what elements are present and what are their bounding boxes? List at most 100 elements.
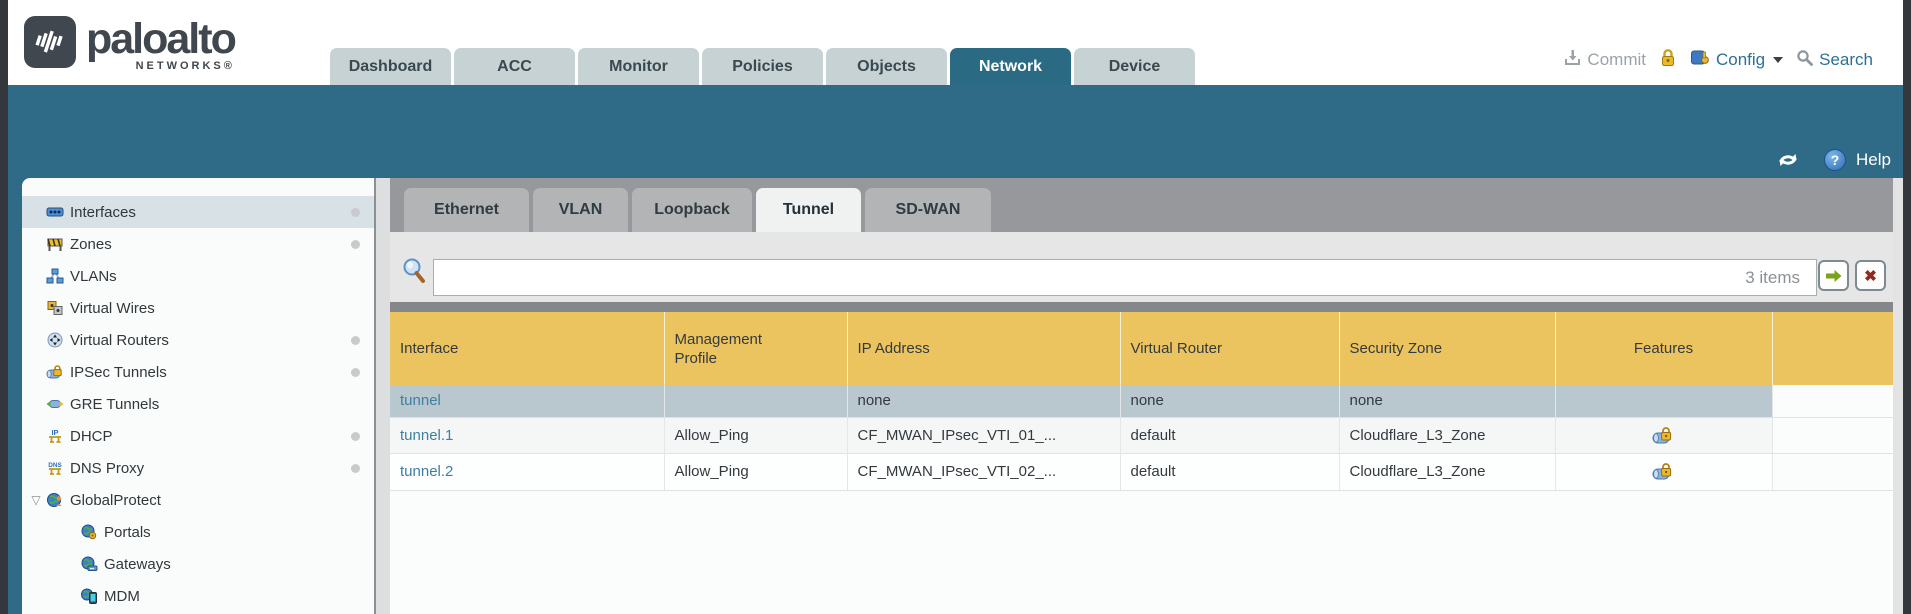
globalprotect-icon bbox=[46, 492, 64, 508]
mdm-icon bbox=[80, 588, 98, 604]
subtab-vlan[interactable]: VLAN bbox=[533, 188, 628, 232]
sidebar-splitter[interactable] bbox=[374, 178, 390, 614]
status-dot bbox=[351, 207, 360, 217]
interface-link[interactable]: tunnel bbox=[400, 392, 441, 410]
main-nav-tabs: Dashboard ACC Monitor Policies Objects N… bbox=[330, 48, 1195, 85]
sidebar-item-virtual-routers[interactable]: Virtual Routers bbox=[22, 324, 374, 356]
column-header-ip-address[interactable]: IP Address bbox=[847, 312, 1121, 385]
sidebar-item-gateways[interactable]: Gateways bbox=[22, 548, 374, 580]
brand-name: paloalto bbox=[86, 15, 237, 63]
status-dot bbox=[351, 431, 360, 441]
brand-sub: NETWORKS® bbox=[135, 60, 235, 72]
tunnel-interfaces-table: Interface Management Profile IP Address … bbox=[390, 312, 1893, 491]
sidebar-item-interfaces[interactable]: Interfaces bbox=[22, 196, 374, 228]
chevron-down-icon bbox=[1773, 57, 1784, 63]
main-content: Ethernet VLAN Loopback Tunnel SD-WAN 3 i… bbox=[390, 178, 1893, 614]
dhcp-icon: IP bbox=[46, 428, 64, 444]
clear-filter-button[interactable] bbox=[1855, 260, 1886, 291]
sidebar-item-mdm[interactable]: MDM bbox=[22, 580, 374, 612]
dns-proxy-icon: DNS bbox=[46, 460, 64, 476]
subtab-loopback[interactable]: Loopback bbox=[632, 188, 752, 232]
sidebar-item-vlans[interactable]: VLANs bbox=[22, 260, 374, 292]
status-dot bbox=[351, 239, 360, 249]
expander-icon[interactable]: ▽ bbox=[31, 493, 41, 507]
secondary-bar: ? Help bbox=[8, 85, 1903, 178]
config-icon bbox=[1690, 49, 1711, 72]
global-search-button[interactable]: Search bbox=[1796, 49, 1873, 72]
ipsec-lock-icon[interactable] bbox=[1652, 462, 1676, 481]
tab-acc[interactable]: ACC bbox=[454, 48, 575, 85]
tab-dashboard[interactable]: Dashboard bbox=[330, 48, 451, 85]
interface-subtabs: Ethernet VLAN Loopback Tunnel SD-WAN bbox=[390, 178, 1893, 232]
sidebar-item-ipsec-tunnels[interactable]: IPSec Tunnels bbox=[22, 356, 374, 388]
sidebar-item-gre-tunnels[interactable]: GRE Tunnels bbox=[22, 388, 374, 420]
svg-text:DNS: DNS bbox=[48, 462, 62, 469]
zones-icon bbox=[46, 236, 64, 252]
search-icon bbox=[1796, 49, 1814, 72]
sidebar-item-dns-proxy[interactable]: DNS DNS Proxy bbox=[22, 452, 374, 484]
subtab-tunnel[interactable]: Tunnel bbox=[756, 188, 861, 232]
table-row[interactable]: tunnel.1 Allow_Ping CF_MWAN_IPsec_VTI_01… bbox=[390, 417, 1893, 454]
table-area: Interface Management Profile IP Address … bbox=[390, 312, 1893, 614]
tab-objects[interactable]: Objects bbox=[826, 48, 947, 85]
column-header-extra bbox=[1772, 312, 1893, 385]
paloalto-logo: paloalto NETWORKS® bbox=[24, 15, 237, 72]
column-header-security-zone[interactable]: Security Zone bbox=[1339, 312, 1556, 385]
help-icon[interactable]: ? bbox=[1824, 149, 1847, 171]
virtual-wires-icon bbox=[46, 300, 64, 316]
page-body: Interfaces Zones VLANs Vir bbox=[8, 178, 1903, 614]
paloalto-logo-icon bbox=[24, 16, 76, 68]
utility-bar: Commit Config bbox=[1563, 48, 1873, 72]
ipsec-tunnels-icon bbox=[46, 364, 64, 380]
clear-x-icon bbox=[1865, 270, 1876, 281]
column-header-virtual-router[interactable]: Virtual Router bbox=[1120, 312, 1340, 385]
table-row[interactable]: tunnel.2 Allow_Ping CF_MWAN_IPsec_VTI_02… bbox=[390, 453, 1893, 491]
ipsec-lock-icon[interactable] bbox=[1652, 426, 1676, 445]
status-dot bbox=[351, 367, 360, 377]
green-arrow-icon bbox=[1826, 269, 1842, 282]
subtab-ethernet[interactable]: Ethernet bbox=[404, 188, 529, 232]
tab-network[interactable]: Network bbox=[950, 48, 1071, 85]
commit-icon bbox=[1563, 49, 1582, 72]
help-label[interactable]: Help bbox=[1856, 150, 1891, 169]
gateways-icon bbox=[80, 556, 98, 572]
filter-search-icon bbox=[400, 257, 427, 290]
config-menu[interactable]: Config bbox=[1690, 49, 1784, 72]
commit-button[interactable]: Commit bbox=[1563, 49, 1646, 72]
sidebar-item-globalprotect[interactable]: ▽ GlobalProtect bbox=[22, 484, 374, 516]
top-bar: paloalto NETWORKS® Dashboard ACC Monitor… bbox=[8, 0, 1903, 85]
filter-input[interactable] bbox=[433, 259, 1817, 296]
interface-link[interactable]: tunnel.2 bbox=[400, 463, 454, 480]
virtual-routers-icon bbox=[46, 332, 64, 348]
vlans-icon bbox=[46, 268, 64, 284]
column-header-interface[interactable]: Interface bbox=[390, 312, 665, 385]
gre-tunnels-icon bbox=[46, 396, 64, 412]
filter-bar: 3 items bbox=[390, 232, 1893, 302]
sidebar: Interfaces Zones VLANs Vir bbox=[22, 178, 374, 614]
table-header-row: Interface Management Profile IP Address … bbox=[390, 312, 1893, 385]
commit-label: Commit bbox=[1587, 50, 1646, 69]
sidebar-item-dhcp[interactable]: IP DHCP bbox=[22, 420, 374, 452]
table-row[interactable]: tunnel none none none bbox=[390, 385, 1893, 418]
table-top-divider bbox=[390, 302, 1893, 312]
scrollbar-track[interactable] bbox=[1893, 178, 1903, 614]
interfaces-icon bbox=[46, 204, 64, 220]
tab-device[interactable]: Device bbox=[1074, 48, 1195, 85]
sidebar-item-virtual-wires[interactable]: Virtual Wires bbox=[22, 292, 374, 324]
subtab-sdwan[interactable]: SD-WAN bbox=[865, 188, 991, 232]
lock-icon[interactable] bbox=[1659, 48, 1677, 72]
sidebar-item-zones[interactable]: Zones bbox=[22, 228, 374, 260]
sidebar-item-portals[interactable]: Portals bbox=[22, 516, 374, 548]
column-header-management-profile[interactable]: Management Profile bbox=[664, 312, 848, 385]
panos-app: paloalto NETWORKS® Dashboard ACC Monitor… bbox=[8, 0, 1903, 614]
column-header-features[interactable]: Features bbox=[1555, 312, 1773, 385]
tab-policies[interactable]: Policies bbox=[702, 48, 823, 85]
svg-text:IP: IP bbox=[51, 428, 58, 437]
interface-link[interactable]: tunnel.1 bbox=[400, 426, 454, 444]
apply-filter-button[interactable] bbox=[1818, 260, 1849, 291]
tab-monitor[interactable]: Monitor bbox=[578, 48, 699, 85]
portals-icon bbox=[80, 524, 98, 540]
config-label: Config bbox=[1715, 50, 1766, 69]
refresh-icon[interactable] bbox=[1776, 149, 1800, 171]
